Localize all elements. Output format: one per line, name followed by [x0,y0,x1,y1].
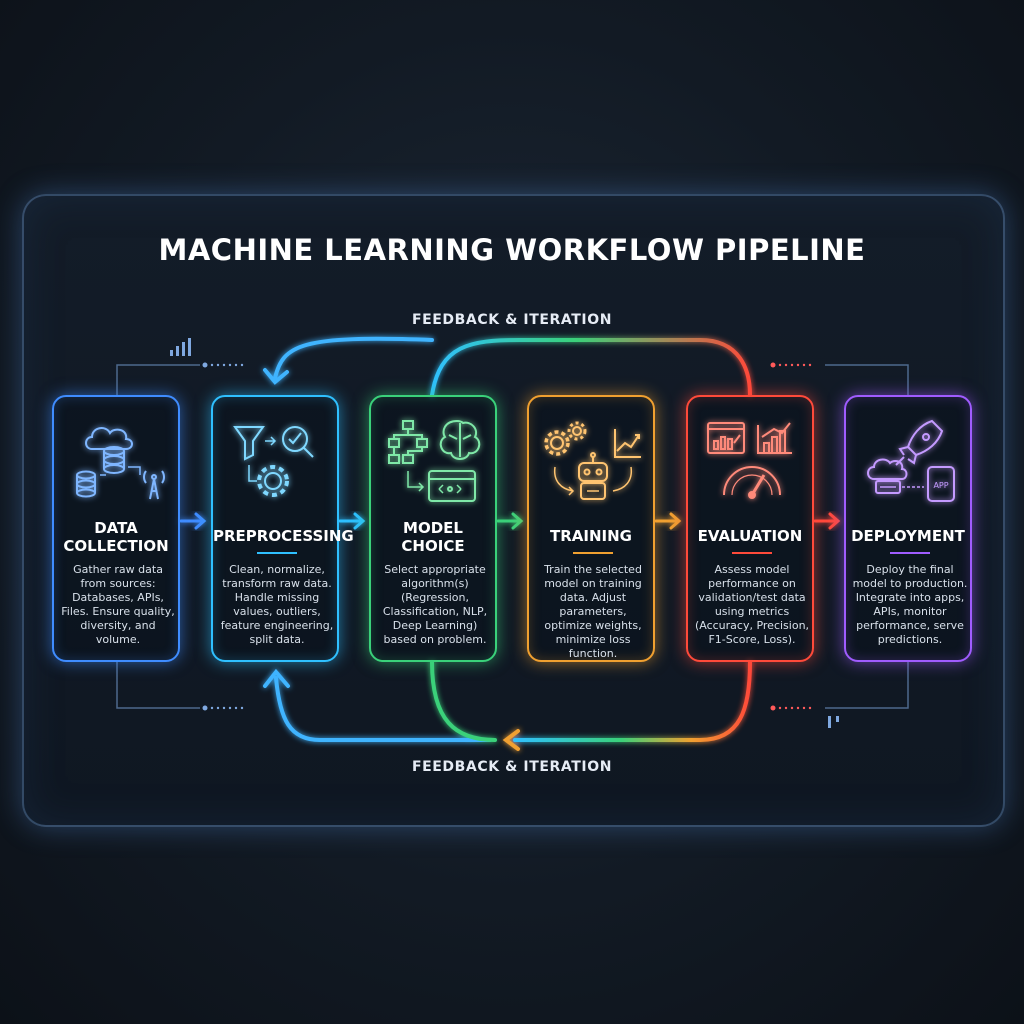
gear-icon [257,465,289,497]
stage-title-evaluation: EVALUATION [697,527,803,545]
stage-rule-training [573,552,613,554]
model-choice-icons [388,419,481,502]
stage-title-line-1: DATA [94,519,138,537]
feedback-arc-bottom-left [274,676,492,742]
bracket-dots-right [770,362,812,711]
stage-card-deployment: APP DEPLOYMENT Deploy the final model to… [844,395,972,662]
arrow-5 [813,512,841,530]
feedback-arrowhead-bottom-right [502,729,520,751]
hierarchy-icon [388,420,428,464]
feedback-loop-top [263,336,752,397]
feedback-arc-top-left [273,336,434,380]
diagram-title: MACHINE LEARNING WORKFLOW PIPELINE [158,233,866,267]
stage-card-training: TRAINING Train the selected model on tra… [527,395,655,662]
stage-description-training: Train the selected model on training dat… [544,563,642,660]
mini-marks-icon [828,716,839,728]
stage-description-deployment: Deploy the final model to production. In… [852,563,968,646]
robot-icon [578,452,608,500]
stage-description-preprocessing: Clean, normalize, transform raw data. Ha… [220,563,334,646]
forward-arrows [179,512,841,530]
evaluation-icons [707,422,792,499]
side-brackets [116,364,909,709]
rocket-icon [895,419,944,466]
diagram-panel [22,194,1005,827]
bracket-dots [202,362,244,711]
app-icon-label: APP [933,481,948,490]
stage-rule-evaluation [732,552,772,554]
gauge-icon [723,466,781,499]
database-icon [76,470,96,498]
gears-icon [544,421,587,456]
stage-title-line-1: MODEL [403,519,463,537]
stage-description-model-choice: Select appropriate algorithm(s) (Regress… [382,563,488,646]
feedback-arc-top-main [430,338,752,397]
stage-rule-deployment [890,552,930,554]
arrow-4 [654,512,682,530]
preprocessing-icons [233,426,314,497]
feedback-arc-bottom-main [513,660,752,742]
magnifier-icon [282,426,314,458]
feedback-label-top: FEEDBACK & ITERATION [411,312,613,328]
arrow-2 [338,512,366,530]
training-icons [544,421,641,500]
stage-description-evaluation: Assess model performance on validation/t… [694,563,810,646]
cloud-server-icon [867,458,908,494]
deployment-icons: APP [867,419,955,502]
stage-title-preprocessing: PREPROCESSING [213,527,354,545]
bar-chart-icon [757,422,792,454]
stage-description-data-collection: Gather raw data from sources: Databases,… [61,563,175,646]
dashboard-chart-icon [707,422,745,454]
mini-bars-icon [170,338,191,356]
trend-chart-icon [614,429,641,458]
arrow-1 [179,512,207,530]
feedback-arrowhead-top [263,368,289,385]
feedback-loop-bottom [263,660,752,751]
stage-title-line-2: CHOICE [401,537,465,555]
stage-card-preprocessing: PREPROCESSING Clean, normalize, transfor… [211,395,354,662]
stage-title-deployment: DEPLOYMENT [851,527,965,545]
stage-card-evaluation: EVALUATION Assess model performance on v… [686,395,814,662]
feedback-arc-bottom-green [430,660,497,742]
stage-title-line-2: COLLECTION [63,537,169,555]
stage-rule-preprocessing [257,552,297,554]
stage-title-training: TRAINING [550,527,632,545]
arrow-3 [496,512,524,530]
antenna-icon [143,470,165,500]
data-collection-icons [76,427,165,500]
brain-icon [439,419,481,460]
cloud-database-icon [85,427,133,474]
feedback-label-bottom: FEEDBACK & ITERATION [411,759,613,775]
feedback-arrowhead-bottom-left [263,668,290,688]
app-icon: APP [927,466,955,502]
funnel-icon [233,426,265,461]
code-window-icon [428,470,476,502]
